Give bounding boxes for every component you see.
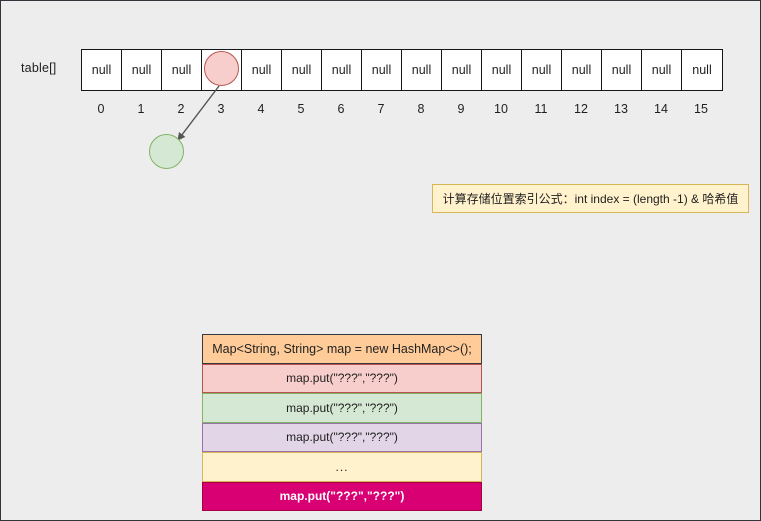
array-cell-4[interactable]: null: [242, 50, 282, 90]
array-cell-9[interactable]: null: [442, 50, 482, 90]
array-cell-11[interactable]: null: [522, 50, 562, 90]
array-index-row: 0 1 2 3 4 5 6 7 8 9 10 11 12 13 14 15: [81, 102, 721, 116]
index-formula-note: 计算存储位置索引公式：int index = (length -1) & 哈希值: [432, 184, 749, 213]
hash-node-next[interactable]: [149, 134, 184, 169]
array-index-5: 5: [297, 102, 305, 116]
code-row-put-3[interactable]: map.put("???","???"): [202, 422, 482, 452]
array-cell-8[interactable]: null: [402, 50, 442, 90]
array-index-0: 0: [97, 102, 105, 116]
array-index-9: 9: [457, 102, 465, 116]
array-index-13: 13: [614, 102, 628, 116]
array-index-6: 6: [337, 102, 345, 116]
code-row-put-current[interactable]: map.put("???","???"): [202, 481, 482, 511]
array-cell-14[interactable]: null: [642, 50, 682, 90]
array-cell-5[interactable]: null: [282, 50, 322, 90]
code-row-put-1[interactable]: map.put("???","???"): [202, 363, 482, 393]
array-index-4: 4: [257, 102, 265, 116]
array-cell-6[interactable]: null: [322, 50, 362, 90]
array-cell-15[interactable]: null: [682, 50, 722, 90]
hash-node-head[interactable]: [204, 51, 239, 86]
array-cell-0[interactable]: null: [82, 50, 122, 90]
code-row-ellipsis[interactable]: ...: [202, 452, 482, 482]
array-cell-7[interactable]: null: [362, 50, 402, 90]
array-cell-2[interactable]: null: [162, 50, 202, 90]
array-cell-13[interactable]: null: [602, 50, 642, 90]
array-index-1: 1: [137, 102, 145, 116]
array-index-7: 7: [377, 102, 385, 116]
array-index-15: 15: [694, 102, 708, 116]
array-cell-12[interactable]: null: [562, 50, 602, 90]
array-cell-10[interactable]: null: [482, 50, 522, 90]
array-index-2: 2: [177, 102, 185, 116]
table-array-label: table[]: [21, 61, 57, 75]
array-index-11: 11: [534, 102, 548, 116]
code-block: Map<String, String> map = new HashMap<>(…: [202, 334, 482, 511]
table-array: null null null null null null null null …: [81, 49, 723, 91]
code-row-declaration[interactable]: Map<String, String> map = new HashMap<>(…: [202, 334, 482, 364]
array-index-10: 10: [494, 102, 508, 116]
array-index-8: 8: [417, 102, 425, 116]
array-index-14: 14: [654, 102, 668, 116]
code-row-put-2[interactable]: map.put("???","???"): [202, 393, 482, 423]
array-index-12: 12: [574, 102, 588, 116]
array-cell-1[interactable]: null: [122, 50, 162, 90]
array-index-3: 3: [217, 102, 225, 116]
